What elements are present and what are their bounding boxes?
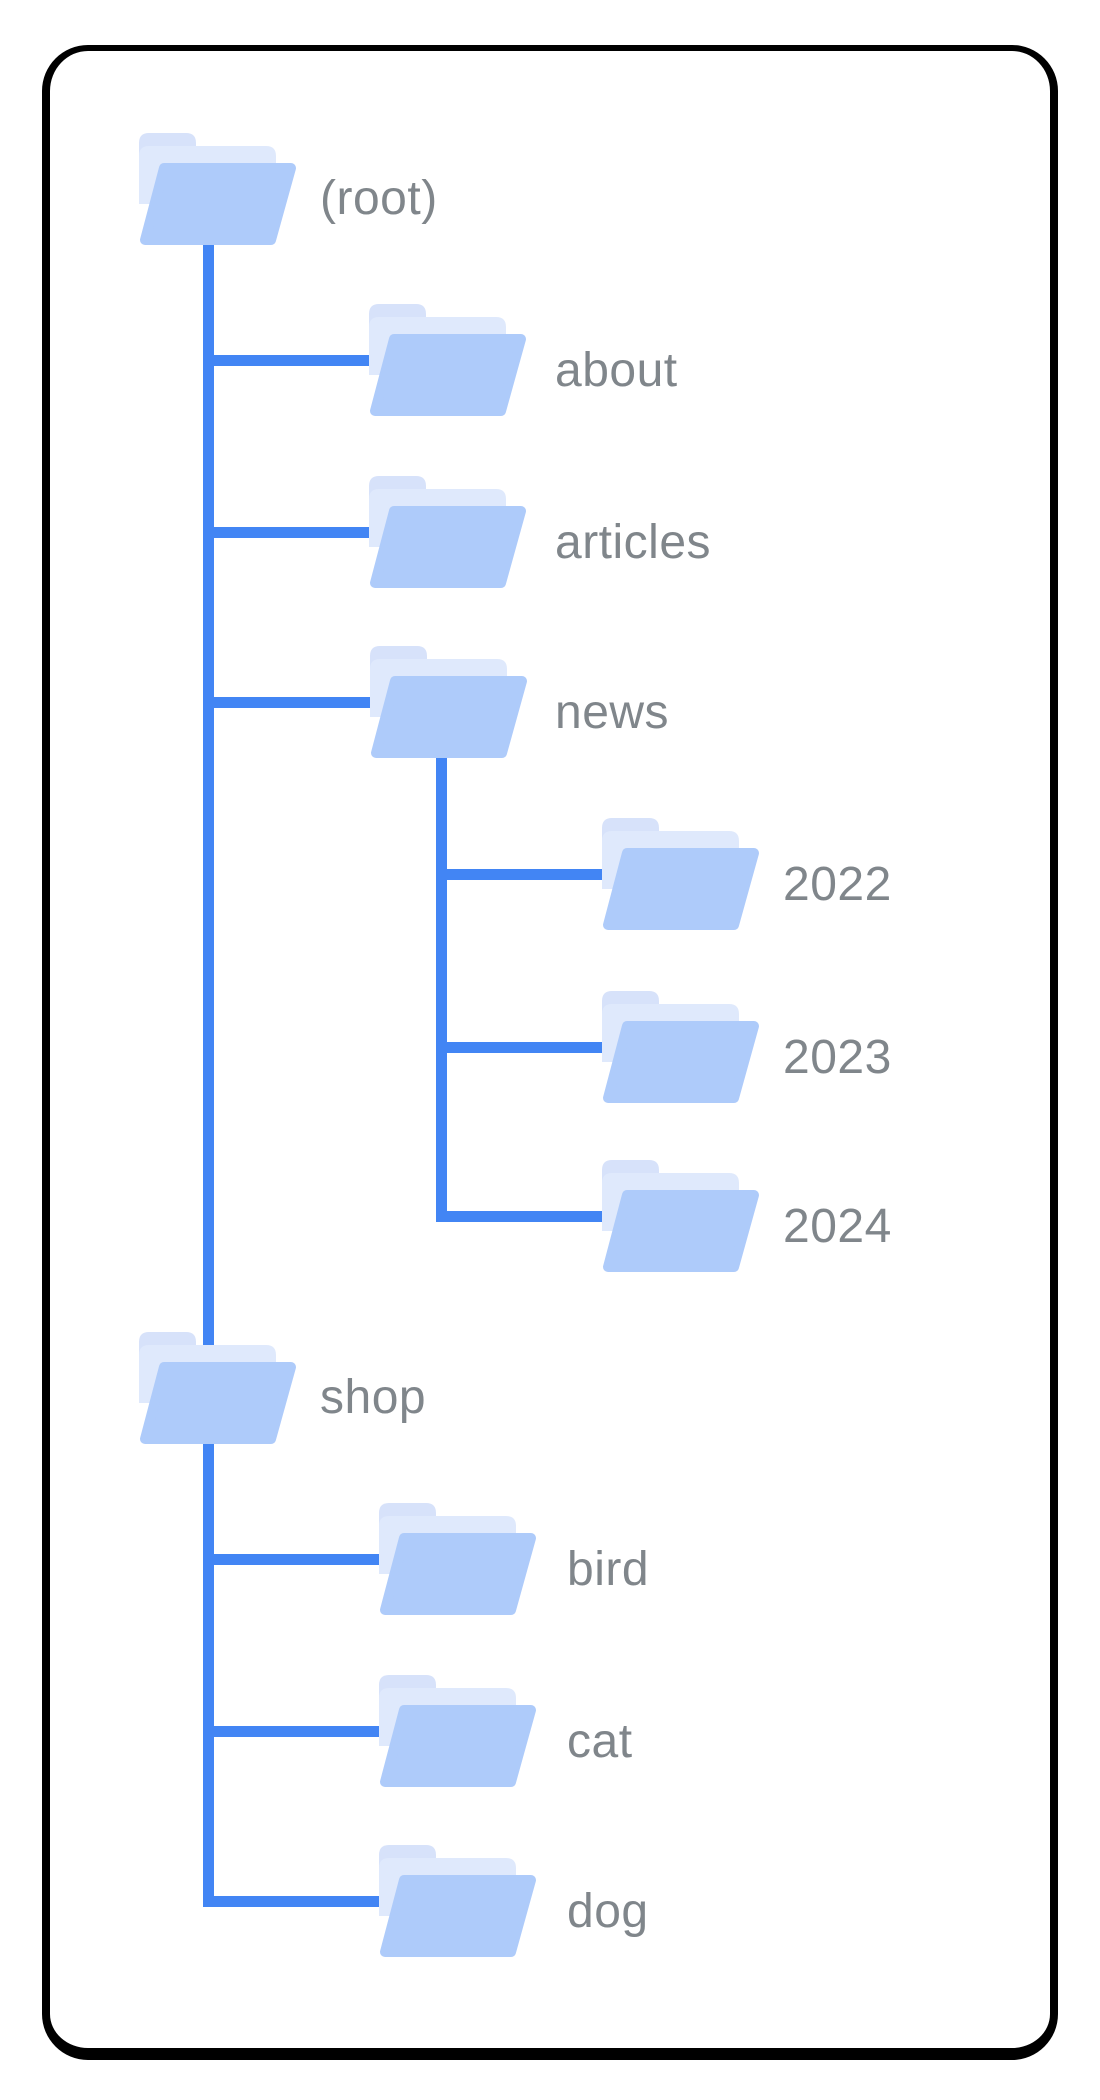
node-label-root: (root) — [320, 172, 438, 225]
tree-node-bird — [379, 1503, 537, 1615]
tree-node-2023 — [602, 991, 760, 1103]
branch-news — [208, 697, 378, 708]
node-label-news: news — [555, 686, 670, 739]
tree-node-dog — [379, 1845, 537, 1957]
node-label-bird: bird — [567, 1543, 650, 1596]
tree-node-2022 — [602, 818, 760, 930]
node-label-dog: dog — [567, 1885, 649, 1938]
tree-node-2024 — [602, 1160, 760, 1272]
folder-icon — [370, 646, 528, 758]
node-label-2022: 2022 — [783, 858, 892, 911]
folder-icon — [379, 1503, 537, 1615]
branch-2023 — [441, 1042, 607, 1053]
folder-icon — [602, 991, 760, 1103]
folder-icon — [139, 133, 297, 245]
folder-icon — [379, 1845, 537, 1957]
tree-node-root — [139, 133, 297, 245]
branch-about — [208, 355, 378, 366]
folder-icon — [602, 818, 760, 930]
branch-2024 — [436, 1211, 607, 1222]
tree-node-shop — [139, 1332, 297, 1444]
branch-bird — [208, 1554, 386, 1565]
node-label-about: about — [555, 344, 678, 397]
branch-2022 — [441, 869, 607, 880]
trunk-root — [203, 240, 214, 1907]
tree-node-news — [370, 646, 528, 758]
branch-cat — [208, 1726, 386, 1737]
tree-node-about — [369, 304, 527, 416]
folder-icon — [369, 476, 527, 588]
folder-icon — [139, 1332, 297, 1444]
node-label-2023: 2023 — [783, 1031, 892, 1084]
folder-icon — [602, 1160, 760, 1272]
branch-articles — [208, 527, 378, 538]
node-label-shop: shop — [320, 1371, 427, 1424]
branch-dog — [203, 1896, 387, 1907]
trunk-news — [436, 753, 447, 1222]
folder-icon — [369, 304, 527, 416]
node-label-2024: 2024 — [783, 1200, 892, 1253]
node-label-cat: cat — [567, 1715, 633, 1768]
node-label-articles: articles — [555, 516, 712, 569]
tree-node-cat — [379, 1675, 537, 1787]
tree-node-articles — [369, 476, 527, 588]
folder-icon — [379, 1675, 537, 1787]
